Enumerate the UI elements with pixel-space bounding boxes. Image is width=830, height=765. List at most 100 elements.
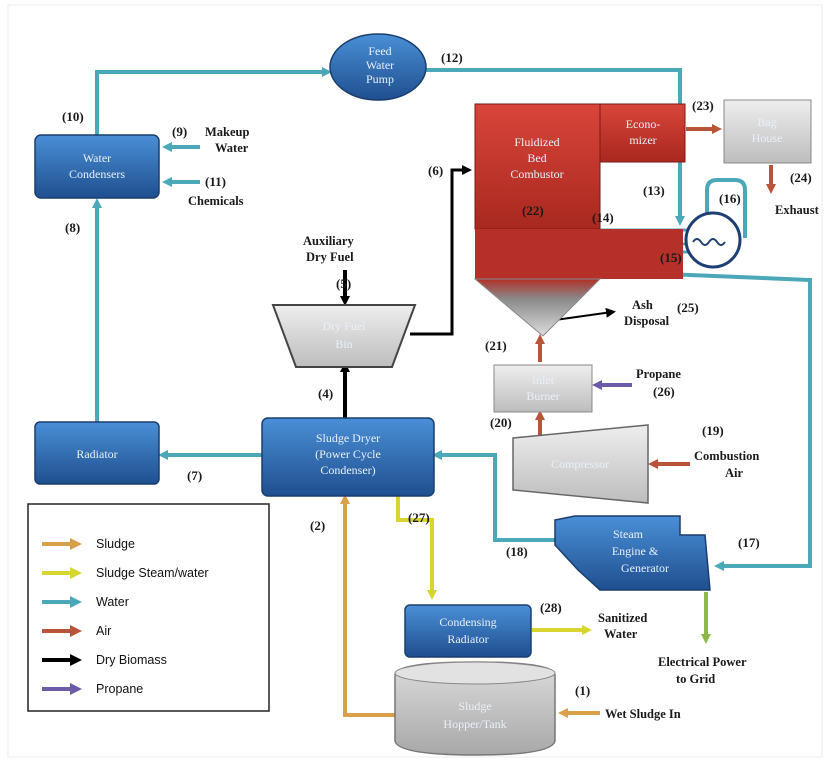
num-25: (25) — [677, 300, 699, 315]
num-17: (17) — [738, 535, 760, 550]
steam-engine-label-2: Engine & — [612, 544, 659, 558]
stream-10 — [95, 67, 332, 136]
feed-water-pump-label-2: Water — [366, 58, 394, 72]
bag-house-label-1: Bag — [757, 115, 776, 129]
stream-numbers: (10) (9) (11) (8) (12) (6) (5) (4) (7) (… — [62, 50, 812, 698]
legend-swatch-arrow — [70, 596, 82, 608]
num-14: (14) — [592, 210, 614, 225]
combustor-label-1: Fluidized — [514, 135, 559, 149]
num-7: (7) — [187, 468, 202, 483]
dry-fuel-bin: Dry Fuel Bin — [271, 304, 417, 368]
dry-fuel-bin-label-2: Bin — [335, 337, 352, 351]
legend-label: Water — [96, 595, 129, 609]
combustion-air-label-2: Air — [725, 466, 744, 480]
sanitized-label-2: Water — [604, 627, 638, 641]
combustor-label-3: Combustor — [510, 167, 563, 181]
num-6: (6) — [428, 163, 443, 178]
num-23: (23) — [692, 98, 714, 113]
num-4: (4) — [318, 386, 333, 401]
legend-item: Air — [42, 624, 111, 638]
num-11: (11) — [205, 174, 226, 189]
compressor-label: Compressor — [551, 457, 609, 471]
legend-item: Water — [42, 595, 129, 609]
stream-2 — [340, 494, 395, 717]
electrical-label-2: to Grid — [676, 672, 715, 686]
legend-label: Sludge — [96, 537, 135, 551]
water-condensers: Water Condensers — [34, 134, 160, 199]
steam-engine-generator: Steam Engine & Generator — [554, 515, 711, 591]
num-19: (19) — [702, 423, 724, 438]
combustor-label-2: Bed — [527, 151, 546, 165]
stream-12 — [425, 68, 685, 226]
wet-sludge-label: Wet Sludge In — [605, 707, 681, 721]
num-9: (9) — [172, 124, 187, 139]
ash-label-2: Disposal — [624, 314, 670, 328]
legend-swatch-arrow — [70, 567, 82, 579]
fluidized-bed-combustor: Fluidized Bed Combustor Econo- mizer — [473, 103, 686, 337]
radiator-label: Radiator — [76, 447, 117, 461]
num-13: (13) — [643, 183, 665, 198]
legend-swatch-arrow — [70, 625, 82, 637]
auxiliary-label-2: Dry Fuel — [306, 250, 354, 264]
feed-water-pump-label-3: Pump — [366, 72, 394, 86]
num-8: (8) — [65, 220, 80, 235]
stream-18 — [432, 450, 555, 542]
stream-27 — [396, 492, 437, 600]
makeup-label-2: Water — [215, 141, 249, 155]
bag-house: Bag House — [723, 99, 812, 164]
num-16: (16) — [719, 191, 741, 206]
condensing-radiator-label-2: Radiator — [447, 632, 488, 646]
bag-house-label-2: House — [752, 131, 783, 145]
legend-label: Dry Biomass — [96, 653, 167, 667]
legend-label: Sludge Steam/water — [96, 566, 209, 580]
combustion-air-label-1: Combustion — [694, 449, 759, 463]
sludge-hopper-label-1: Sludge — [458, 699, 491, 713]
num-12: (12) — [441, 50, 463, 65]
num-15: (15) — [660, 250, 682, 265]
num-18: (18) — [506, 544, 528, 559]
exhaust-label: Exhaust — [775, 203, 820, 217]
num-5: (5) — [336, 276, 351, 291]
chemicals-label: Chemicals — [188, 194, 244, 208]
inlet-burner-label-1: Inlet — [532, 373, 555, 387]
stream-6 — [410, 165, 472, 336]
economizer-label-1: Econo- — [626, 117, 661, 131]
stream-16 — [705, 178, 747, 238]
legend-label: Propane — [96, 682, 143, 696]
steam-engine-label-3: Generator — [621, 561, 669, 575]
num-20: (20) — [490, 415, 512, 430]
water-condensers-label-2: Condensers — [69, 167, 125, 181]
legend-box — [27, 503, 270, 712]
auxiliary-label-1: Auxiliary — [303, 234, 354, 248]
legend-item: Sludge — [42, 537, 135, 551]
num-2: (2) — [310, 518, 325, 533]
water-condensers-label-1: Water — [83, 151, 111, 165]
stream-25 — [554, 307, 616, 321]
sludge-dryer: Sludge Dryer (Power Cycle Condenser) — [261, 417, 435, 497]
legend-item: Sludge Steam/water — [42, 566, 209, 580]
sludge-hopper-tank: Sludge Hopper/Tank — [394, 661, 556, 756]
num-10: (10) — [62, 109, 84, 124]
num-26: (26) — [653, 384, 675, 399]
legend-swatch-arrow — [70, 538, 82, 550]
economizer-label-2: mizer — [629, 133, 656, 147]
num-27: (27) — [408, 510, 430, 525]
sludge-dryer-label-2: (Power Cycle — [315, 447, 381, 461]
steam-engine-label-1: Steam — [613, 527, 644, 541]
sludge-dryer-label-1: Sludge Dryer — [316, 431, 380, 445]
page-frame — [7, 4, 823, 758]
num-24: (24) — [790, 170, 812, 185]
electrical-label-1: Electrical Power — [658, 655, 747, 669]
legend-swatch-arrow — [70, 683, 82, 695]
radiator: Radiator — [34, 421, 160, 485]
sludge-hopper-label-2: Hopper/Tank — [443, 717, 506, 731]
legend-item: Propane — [42, 682, 143, 696]
legend-item: Dry Biomass — [42, 653, 167, 667]
condensing-radiator-label-1: Condensing — [439, 615, 496, 629]
dry-fuel-bin-label-1: Dry Fuel — [323, 319, 367, 333]
feed-water-pump-label-1: Feed — [368, 44, 391, 58]
feed-water-pump: Feed Water Pump — [329, 33, 427, 101]
num-1: (1) — [575, 683, 590, 698]
